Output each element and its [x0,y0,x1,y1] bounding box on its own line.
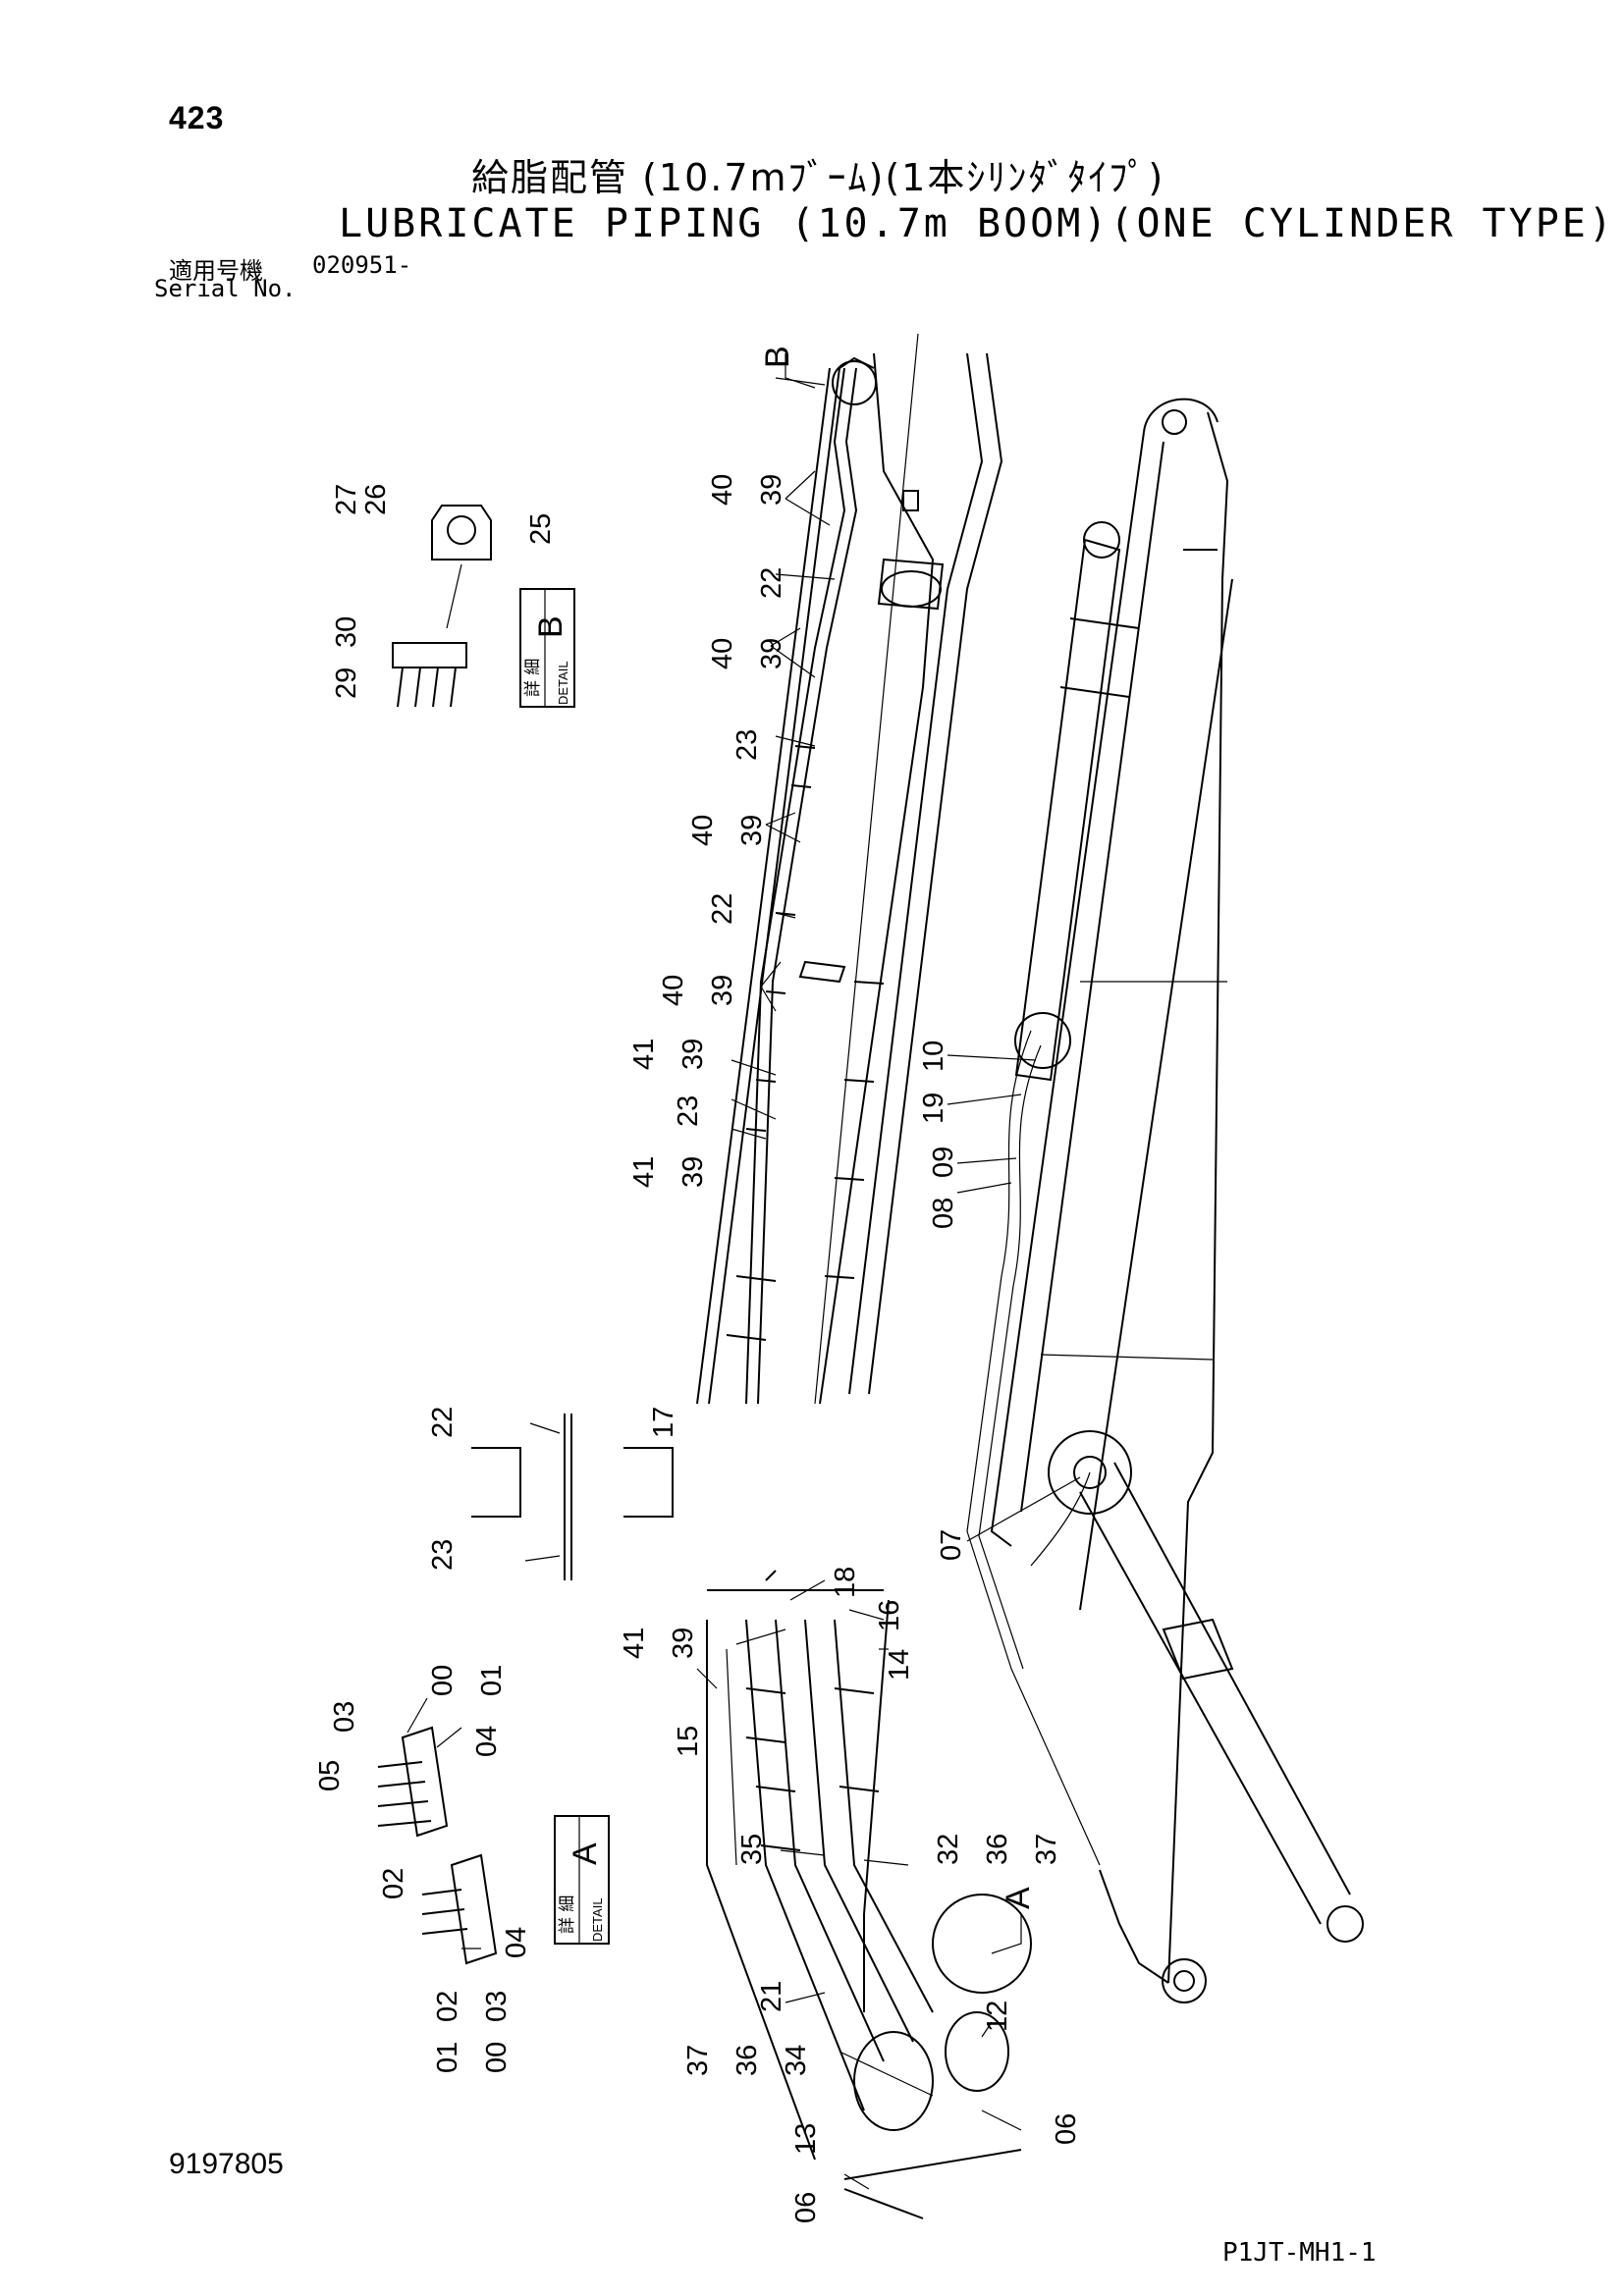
part-label: 37 [682,2045,714,2076]
sheet-code: P1JT-MH1-1 [1222,2238,1377,2268]
detail-box-b-en: DETAIL [556,661,570,705]
part-label: 01 [432,2042,463,2073]
part-label: 02 [432,1991,463,2022]
title-english: LUBRICATE PIPING (10.7m BOOM)(ONE CYLIND… [339,201,1615,246]
part-label: 18 [830,1567,861,1598]
detail-box-a-en: DETAIL [590,1897,605,1942]
view-marker-b-letter: B [759,346,796,368]
part-label: 22 [707,893,738,925]
part-labels-lower-boom: 18 41 39 16 14 15 35 32 36 37 21 37 36 3… [619,1567,1082,2223]
leader-lines [406,377,1081,2190]
part-label: 39 [736,815,768,846]
detail-a-components [377,1726,610,1965]
part-label: 39 [707,975,738,1006]
part-label: 22 [756,567,787,599]
part-label: 16 [874,1600,905,1631]
detail-box-a: A 詳 細 DETAIL [558,1842,605,1942]
part-label: 21 [756,1981,787,2012]
part-label: 29 [331,667,362,699]
part-label: 41 [619,1628,650,1659]
part-label: 40 [707,638,738,669]
part-labels-detail-a: 00 01 03 05 04 02 04 02 03 01 00 [314,1665,532,2073]
part-label: 41 [628,1156,660,1188]
part-label: 06 [1051,2113,1082,2145]
detail-b-components [392,505,575,708]
part-label: 39 [668,1628,699,1659]
detail-box-b-jp: 詳 細 [523,659,543,697]
serial-label-japanese: 適用号機 [169,257,263,285]
part-label: 41 [628,1039,660,1070]
detail-box-a-letter: A [567,1842,604,1865]
part-label: 22 [427,1407,459,1438]
part-labels-cylinder-side: 10 19 09 08 07 [918,1041,967,1561]
lower-boom-piping [706,1570,1032,2219]
part-label: 39 [677,1156,709,1188]
part-label: 12 [982,2001,1013,2032]
part-label: 32 [933,1834,964,1865]
part-label: 00 [481,2042,513,2073]
part-label: 09 [928,1147,959,1178]
part-label: 15 [673,1726,704,1757]
part-label: 19 [918,1093,949,1124]
part-label: 06 [790,2192,822,2223]
part-label: 39 [756,638,787,669]
part-label: 04 [501,1927,532,1958]
part-label: 23 [427,1539,459,1571]
part-label: 40 [658,975,689,1006]
part-label: 05 [314,1760,346,1791]
part-label: 10 [918,1041,949,1072]
upper-boom-piping [696,333,1003,1405]
part-label: 27 [331,484,362,515]
part-label: 07 [936,1529,967,1561]
detail-box-b: B 詳 細 DETAIL [523,615,570,705]
part-labels-detail-b: 27 26 25 30 29 [331,484,557,699]
part-label: 23 [731,729,763,761]
detail-box-a-jp: 詳 細 [558,1896,577,1934]
part-label: 26 [360,484,392,515]
part-label: 35 [736,1834,768,1865]
part-label: 39 [756,474,787,506]
part-label: 04 [471,1726,503,1757]
title-japanese: 給脂配管 (10.7mﾌﾞｰﾑ)(1本ｼﾘﾝﾀﾞﾀｲﾌﾟ) [471,156,1165,199]
part-label: 36 [731,2045,763,2076]
serial-label-english: Serial No. [154,275,297,302]
part-label: 30 [331,616,362,648]
part-label: 03 [481,1991,513,2022]
part-label: 17 [648,1407,679,1438]
view-marker-b: B [759,346,816,389]
part-label: 13 [790,2123,822,2155]
part-label: 39 [677,1039,709,1070]
part-label: 02 [378,1868,409,1899]
serial-value: 020951- [312,251,412,279]
boom-structure [966,398,1364,2003]
part-label: 40 [707,474,738,506]
part-label: 01 [476,1665,508,1696]
view-marker-a: A [991,1887,1037,1954]
part-label: 37 [1031,1834,1062,1865]
clamp-section [471,1414,674,1580]
part-label: 08 [928,1198,959,1229]
part-label: 40 [687,815,719,846]
part-labels-upper-boom: 40 39 22 40 39 23 40 39 22 40 39 41 39 2… [628,474,787,1188]
part-label: 23 [673,1095,704,1127]
part-label: 03 [329,1701,360,1733]
part-label: 34 [781,2045,812,2076]
part-label: 00 [427,1665,459,1696]
page-number: 423 [169,100,225,135]
part-label: 14 [884,1649,915,1681]
part-label: 25 [525,513,557,545]
part-label: 36 [982,1834,1013,1865]
view-marker-a-letter: A [1000,1887,1037,1909]
document-code: 9197805 [169,2148,284,2180]
detail-box-b-letter: B [532,615,569,638]
part-labels-clamp-section: 22 17 23 [427,1407,679,1571]
